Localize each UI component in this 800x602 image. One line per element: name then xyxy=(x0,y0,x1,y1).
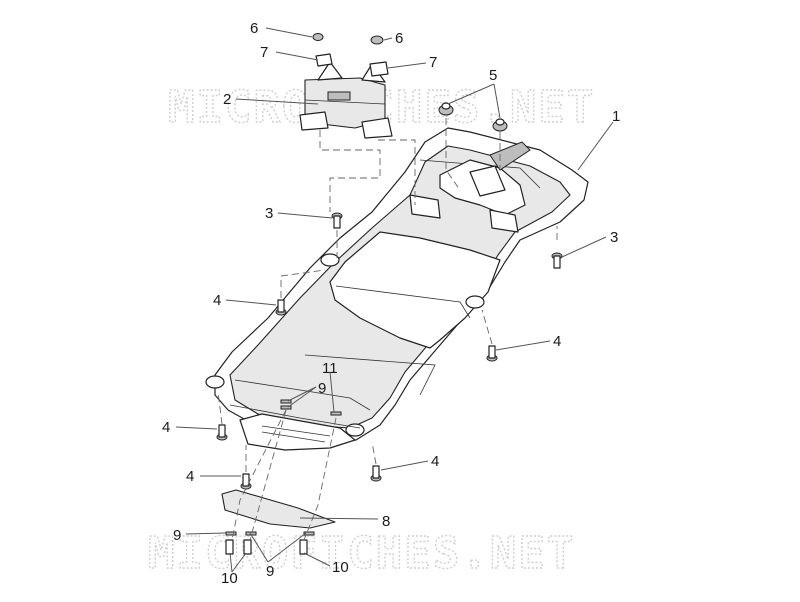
callout-labels: 1 2 3 3 4 4 4 4 4 5 6 6 7 7 8 9 9 9 10 1… xyxy=(162,20,620,587)
callout-4-e: 4 xyxy=(431,453,439,470)
callout-3-right: 3 xyxy=(610,229,618,246)
screw-4-e xyxy=(370,465,382,482)
lower-guard xyxy=(239,413,356,451)
callout-9-top: 9 xyxy=(318,380,326,397)
callout-6-right: 6 xyxy=(395,30,403,47)
leader-lines xyxy=(175,27,614,573)
assembly-lines xyxy=(217,118,558,541)
plate-part-8 xyxy=(221,489,336,529)
callout-10-right: 10 xyxy=(332,559,349,576)
clip-7-left xyxy=(315,53,333,67)
bolts-10 xyxy=(225,539,308,555)
callout-6-left: 6 xyxy=(250,20,258,37)
screw-4-b xyxy=(486,345,498,362)
bracket-part-2 xyxy=(299,61,393,139)
grommet-5-right xyxy=(492,118,508,132)
callout-3-left: 3 xyxy=(265,205,273,222)
callout-5: 5 xyxy=(489,67,497,84)
screw-3-left xyxy=(331,212,343,229)
callout-9-left: 9 xyxy=(173,527,181,544)
callout-4-a: 4 xyxy=(213,292,221,309)
screw-4-a xyxy=(275,299,287,316)
callout-9-bottom: 9 xyxy=(266,563,274,580)
watermark-bottom: MICROFICHES.NET xyxy=(148,528,575,579)
callout-4-c: 4 xyxy=(162,419,170,436)
callout-1: 1 xyxy=(612,108,620,125)
callout-8: 8 xyxy=(382,513,390,530)
screw-4-d xyxy=(240,473,252,490)
undertray-part-1 xyxy=(205,127,589,441)
grommet-5-left xyxy=(438,102,454,116)
callout-4-d: 4 xyxy=(186,468,194,485)
callout-11: 11 xyxy=(322,360,338,377)
callout-10-left: 10 xyxy=(221,570,238,587)
nut-6-right xyxy=(370,35,384,45)
screw-3-right xyxy=(551,252,563,269)
callout-4-b: 4 xyxy=(553,333,561,350)
callout-2: 2 xyxy=(223,91,231,108)
screw-4-c xyxy=(216,424,228,441)
clip-7-right xyxy=(369,61,389,77)
callout-7-right: 7 xyxy=(429,54,437,71)
nut-6-left xyxy=(312,33,324,41)
washers-9-11 xyxy=(225,399,342,536)
callout-7-left: 7 xyxy=(260,44,268,61)
